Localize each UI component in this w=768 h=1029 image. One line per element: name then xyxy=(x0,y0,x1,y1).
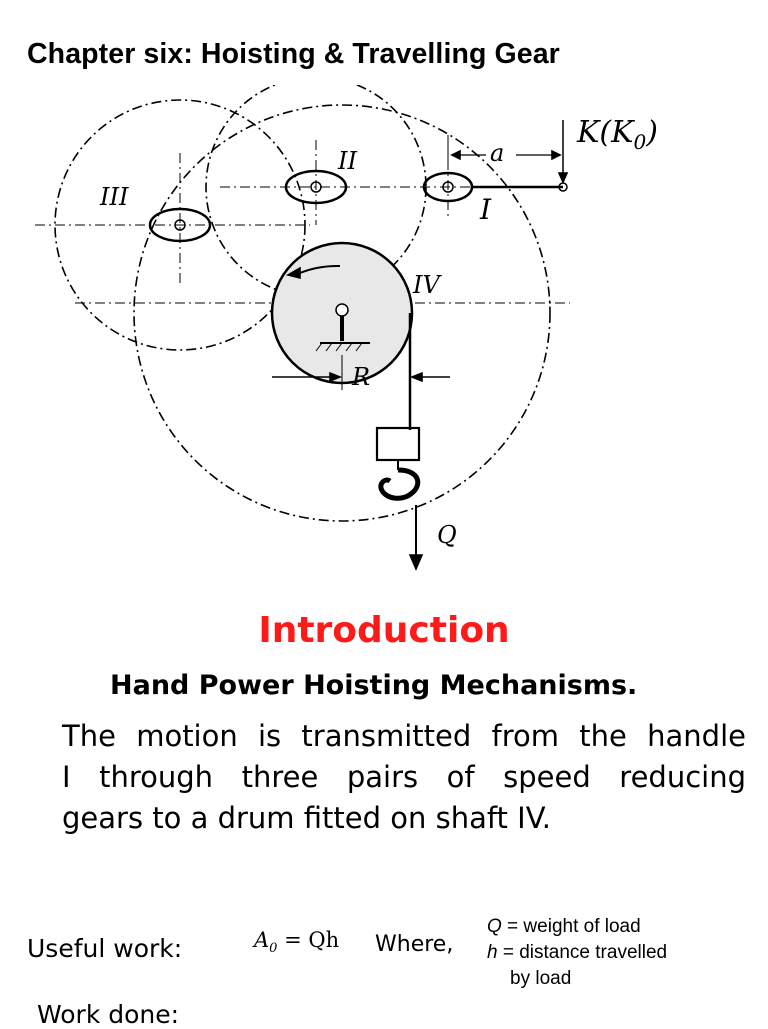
gear-IV-label: IV xyxy=(412,271,442,299)
hoisting-mechanism-diagram: K(K0) a I II III IV R Q xyxy=(35,85,658,572)
body-paragraph: The motion is transmitted from the handl… xyxy=(62,716,746,839)
where-label: Where, xyxy=(375,932,454,957)
body-line: I through three pairs of speed reducing xyxy=(62,760,746,794)
variable-definitions: Q = weight of load h = distance travelle… xyxy=(487,916,668,989)
hook-block xyxy=(375,426,421,462)
subheading: Hand Power Hoisting Mechanisms. xyxy=(110,670,638,701)
useful-work-label: Useful work: xyxy=(27,934,183,963)
work-done-label: Work done: xyxy=(37,1000,180,1029)
useful-work-formula: A0 = Qh xyxy=(254,928,340,957)
gear-II-label: II xyxy=(337,147,357,175)
force-label: K(K0) xyxy=(576,115,658,154)
intro-heading: Introduction xyxy=(258,610,510,651)
hook xyxy=(378,467,421,501)
arm-label: a xyxy=(490,139,504,167)
gear-III-hub xyxy=(148,207,212,243)
radius-label: R xyxy=(351,363,370,391)
body-line: The motion is transmitted from the handl… xyxy=(62,719,746,753)
gear-II-hub xyxy=(284,169,348,205)
handle-label: I xyxy=(479,193,492,226)
gear-III-label: III xyxy=(99,183,129,211)
gear-IV-pitch-circle xyxy=(133,104,551,522)
load-label: Q xyxy=(437,521,457,549)
chapter-title: Chapter six: Hoisting & Travelling Gear xyxy=(27,38,560,70)
body-line: gears to a drum fitted on shaft IV. xyxy=(62,801,552,835)
drum-shaft xyxy=(335,303,349,317)
